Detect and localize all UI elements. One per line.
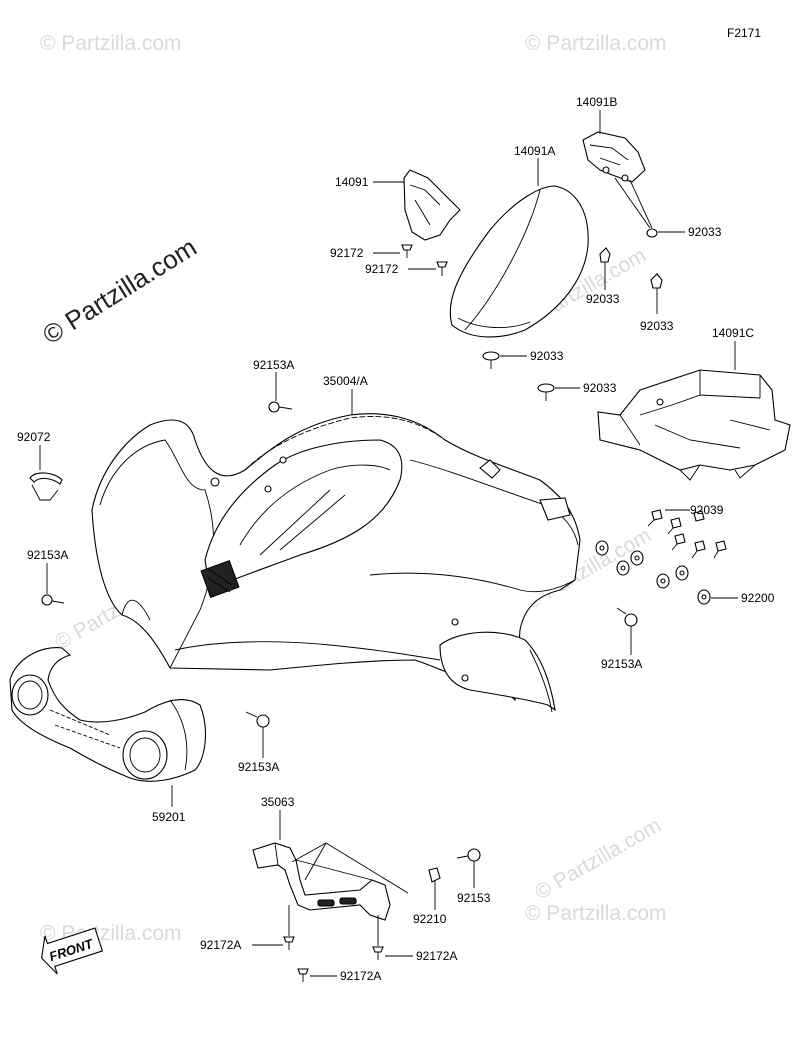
screw-92172A[interactable] <box>372 946 384 960</box>
label-14091B: 14091B <box>576 95 617 109</box>
label-92033: 92033 <box>688 225 722 239</box>
label-92033: 92033 <box>583 381 617 395</box>
bolt-92153A[interactable] <box>245 711 270 728</box>
label-14091C: 14091C <box>712 326 754 340</box>
label-92172A: 92172A <box>416 949 457 963</box>
clip-92033[interactable] <box>599 247 611 263</box>
label-92033: 92033 <box>586 292 620 306</box>
bolt-92153A[interactable] <box>41 594 65 606</box>
label-92200: 92200 <box>741 591 775 605</box>
part-35063[interactable] <box>252 842 391 921</box>
bolt-92153A[interactable] <box>268 401 293 413</box>
label-35063: 35063 <box>261 795 295 809</box>
figure-code: F2171 <box>727 26 761 40</box>
screw-92172[interactable] <box>401 244 413 258</box>
label-92033: 92033 <box>530 349 564 363</box>
band-92072[interactable] <box>29 472 63 501</box>
label-92172: 92172 <box>330 246 364 260</box>
label-92153A: 92153A <box>253 358 294 372</box>
part-14091C[interactable] <box>597 369 791 481</box>
fastener-92033[interactable] <box>537 383 555 401</box>
part-35004A[interactable] <box>91 413 581 713</box>
part-59201[interactable] <box>9 647 206 782</box>
label-59201: 59201 <box>152 810 186 824</box>
label-92172: 92172 <box>365 262 399 276</box>
part-14091B[interactable] <box>582 131 646 183</box>
watermark-text: © Partzilla.com <box>525 902 667 925</box>
watermark-main: © Partzilla.com <box>37 232 201 350</box>
watermark-text: © Partzilla.com <box>40 32 182 55</box>
label-92153A: 92153A <box>27 548 68 562</box>
label-92153A: 92153A <box>238 760 279 774</box>
part-14091[interactable] <box>403 169 461 241</box>
pin-set-92039[interactable] <box>647 509 727 559</box>
screw-92172[interactable] <box>436 261 448 276</box>
clip-92033[interactable] <box>650 273 663 289</box>
label-92072: 92072 <box>17 430 51 444</box>
washer-set-92200[interactable] <box>595 540 711 605</box>
label-92172A: 92172A <box>340 969 381 983</box>
label-92153: 92153 <box>457 891 491 905</box>
label-14091: 14091 <box>335 175 369 189</box>
screw-92172A[interactable] <box>297 968 309 982</box>
label-35004A: 35004/A <box>323 374 368 388</box>
label-14091A: 14091A <box>514 144 555 158</box>
fastener-92033[interactable] <box>482 351 500 369</box>
fastener-92033[interactable] <box>646 228 658 238</box>
label-92153A: 92153A <box>601 657 642 671</box>
screw-92172A[interactable] <box>283 936 295 950</box>
label-92210: 92210 <box>413 912 447 926</box>
bolt-92153[interactable] <box>456 848 481 862</box>
bolt-92153A[interactable] <box>616 607 638 627</box>
part-14091A[interactable] <box>449 185 589 338</box>
watermark-text: © Partzilla.com <box>531 814 665 905</box>
label-92172A: 92172A <box>200 938 241 952</box>
watermark-text: © Partzilla.com <box>525 32 667 55</box>
label-92033: 92033 <box>640 319 674 333</box>
label-92039: 92039 <box>690 503 724 517</box>
nut-92210[interactable] <box>428 867 441 883</box>
